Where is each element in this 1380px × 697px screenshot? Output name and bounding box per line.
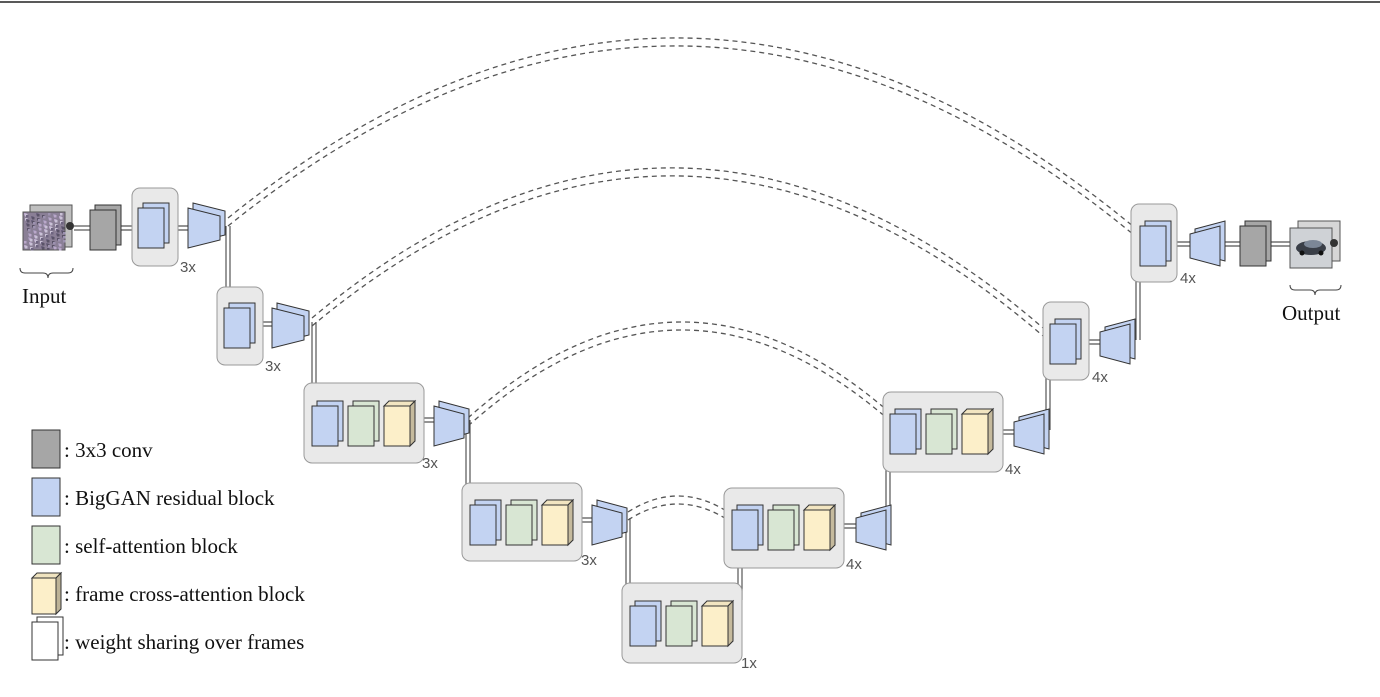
legend-label-conv: : 3x3 conv [64, 438, 153, 462]
upsample-3 [1013, 408, 1050, 455]
decoder-3-cross-attention-block [960, 407, 995, 456]
bottleneck-self-attention-block [665, 600, 698, 647]
input-noise-image [22, 204, 74, 251]
bottleneck-cross-attention-block [700, 599, 735, 648]
legend-attn-swatch [31, 525, 61, 565]
legend-cross-swatch [31, 577, 57, 615]
decoder-1-residual-block [1139, 220, 1172, 267]
skip-arc-level-1 [227, 37, 1141, 241]
output-label: Output [1282, 301, 1341, 325]
conv-block-output [1239, 220, 1272, 267]
bottleneck-residual-block [629, 600, 662, 647]
output-brace [1289, 284, 1342, 296]
link-input-conv [74, 225, 90, 231]
encoder-4-residual-block [469, 499, 502, 546]
legend-res-swatch [31, 477, 61, 517]
skip-connections [227, 37, 1141, 521]
multiplier-decoder-2: 4x [1092, 369, 1108, 386]
input-label: Input [22, 284, 66, 308]
decoder-4-cross-attention-block [802, 503, 837, 552]
upsample-1 [1189, 220, 1226, 267]
legend-item-res: : BigGAN residual block [31, 477, 275, 517]
multiplier-encoder-2: 3x [265, 358, 281, 375]
multiplier-decoder-4: 4x [846, 556, 862, 573]
upsample-4 [855, 504, 892, 551]
legend-label-attn: : self-attention block [64, 534, 238, 558]
skip-arc-level-3 [467, 321, 899, 429]
skip-arc-level-2 [311, 167, 1051, 343]
encoder-4-self-attention-block [505, 499, 538, 546]
multiplier-bottleneck: 1x [741, 655, 757, 672]
encoder-3-cross-attention-block [382, 399, 417, 448]
downsample-4 [591, 499, 628, 546]
decoder-2-residual-block [1049, 318, 1082, 365]
downsample-2 [271, 302, 310, 349]
multiplier-decoder-1: 4x [1180, 270, 1196, 287]
legend-conv-swatch [31, 429, 61, 469]
skip-arc-level-4 [627, 495, 729, 521]
legend-label-cross: : frame cross-attention block [64, 582, 305, 606]
upsample-2 [1099, 318, 1136, 365]
legend-label-res: : BigGAN residual block [64, 486, 275, 510]
encoder-3-residual-block [311, 400, 344, 447]
encoder-3-self-attention-block [347, 400, 380, 447]
multiplier-encoder-1: 3x [180, 259, 196, 276]
encoder-1-residual-block [137, 202, 170, 249]
downsample-3 [433, 400, 470, 447]
legend-item-cross: : frame cross-attention block [30, 571, 305, 616]
legend-item-conv: : 3x3 conv [31, 429, 153, 469]
multiplier-encoder-4: 3x [581, 552, 597, 569]
downsample-1 [187, 202, 226, 249]
input-brace [19, 267, 74, 279]
decoder-3-residual-block [889, 408, 922, 455]
output-car-image [1289, 220, 1341, 269]
encoder-4-cross-attention-block [540, 498, 575, 547]
encoder-2-residual-block [223, 302, 256, 349]
conv-block-input [89, 204, 122, 251]
link-conv-output [1270, 241, 1290, 247]
multiplier-decoder-3: 4x [1005, 461, 1021, 478]
blocks [22, 202, 1341, 648]
decoder-4-self-attention-block [767, 504, 800, 551]
decoder-4-residual-block [731, 504, 764, 551]
legend-label-share: : weight sharing over frames [64, 630, 304, 654]
legend-share-swatch [31, 621, 59, 661]
decoder-3-self-attention-block [925, 408, 958, 455]
legend-item-share: : weight sharing over frames [31, 616, 304, 661]
block-connectors [0, 1, 1380, 621]
legend: : 3x3 conv : BigGAN residual block : self-… [30, 429, 305, 661]
legend-item-attn: : self-attention block [31, 525, 238, 565]
multiplier-encoder-3: 3x [422, 455, 438, 472]
